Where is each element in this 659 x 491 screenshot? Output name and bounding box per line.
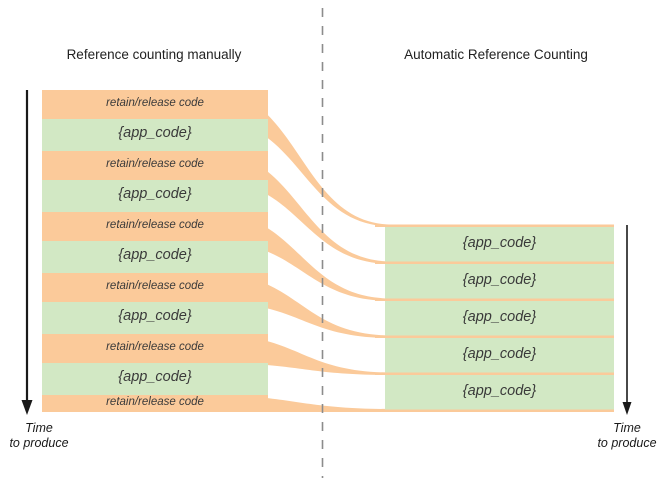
arc-column-title: Automatic Reference Counting (404, 47, 588, 62)
block-app-code (385, 375, 614, 410)
time-to-produce-label-left: Time to produce (2, 421, 76, 451)
band-app-code (42, 363, 268, 395)
band-app-code (42, 180, 268, 212)
arc-thin-lines (375, 224, 614, 412)
band-retain-release (42, 273, 268, 302)
block-app-code (385, 301, 614, 336)
band-retain-release (42, 395, 268, 412)
band-retain-release (42, 90, 268, 119)
time-caption-line-1: Time (613, 421, 641, 435)
time-caption-line-1: Time (25, 421, 53, 435)
time-to-produce-label-right: Time to produce (596, 421, 658, 451)
band-app-code (42, 119, 268, 151)
band-app-code (42, 302, 268, 334)
block-app-code (385, 338, 614, 373)
arc-column-blocks (385, 227, 614, 410)
block-app-code (385, 227, 614, 262)
time-caption-line-2: to produce (597, 436, 657, 450)
time-arrow-left-icon (21, 90, 33, 415)
time-arrow-right-icon (622, 225, 632, 415)
band-retain-release (42, 334, 268, 363)
band-retain-release (42, 212, 268, 241)
band-app-code (42, 241, 268, 273)
block-app-code (385, 264, 614, 299)
time-caption-line-2: to produce (9, 436, 69, 450)
manual-column-bands (42, 90, 268, 412)
band-retain-release (42, 151, 268, 180)
manual-column-title: Reference counting manually (66, 47, 242, 62)
